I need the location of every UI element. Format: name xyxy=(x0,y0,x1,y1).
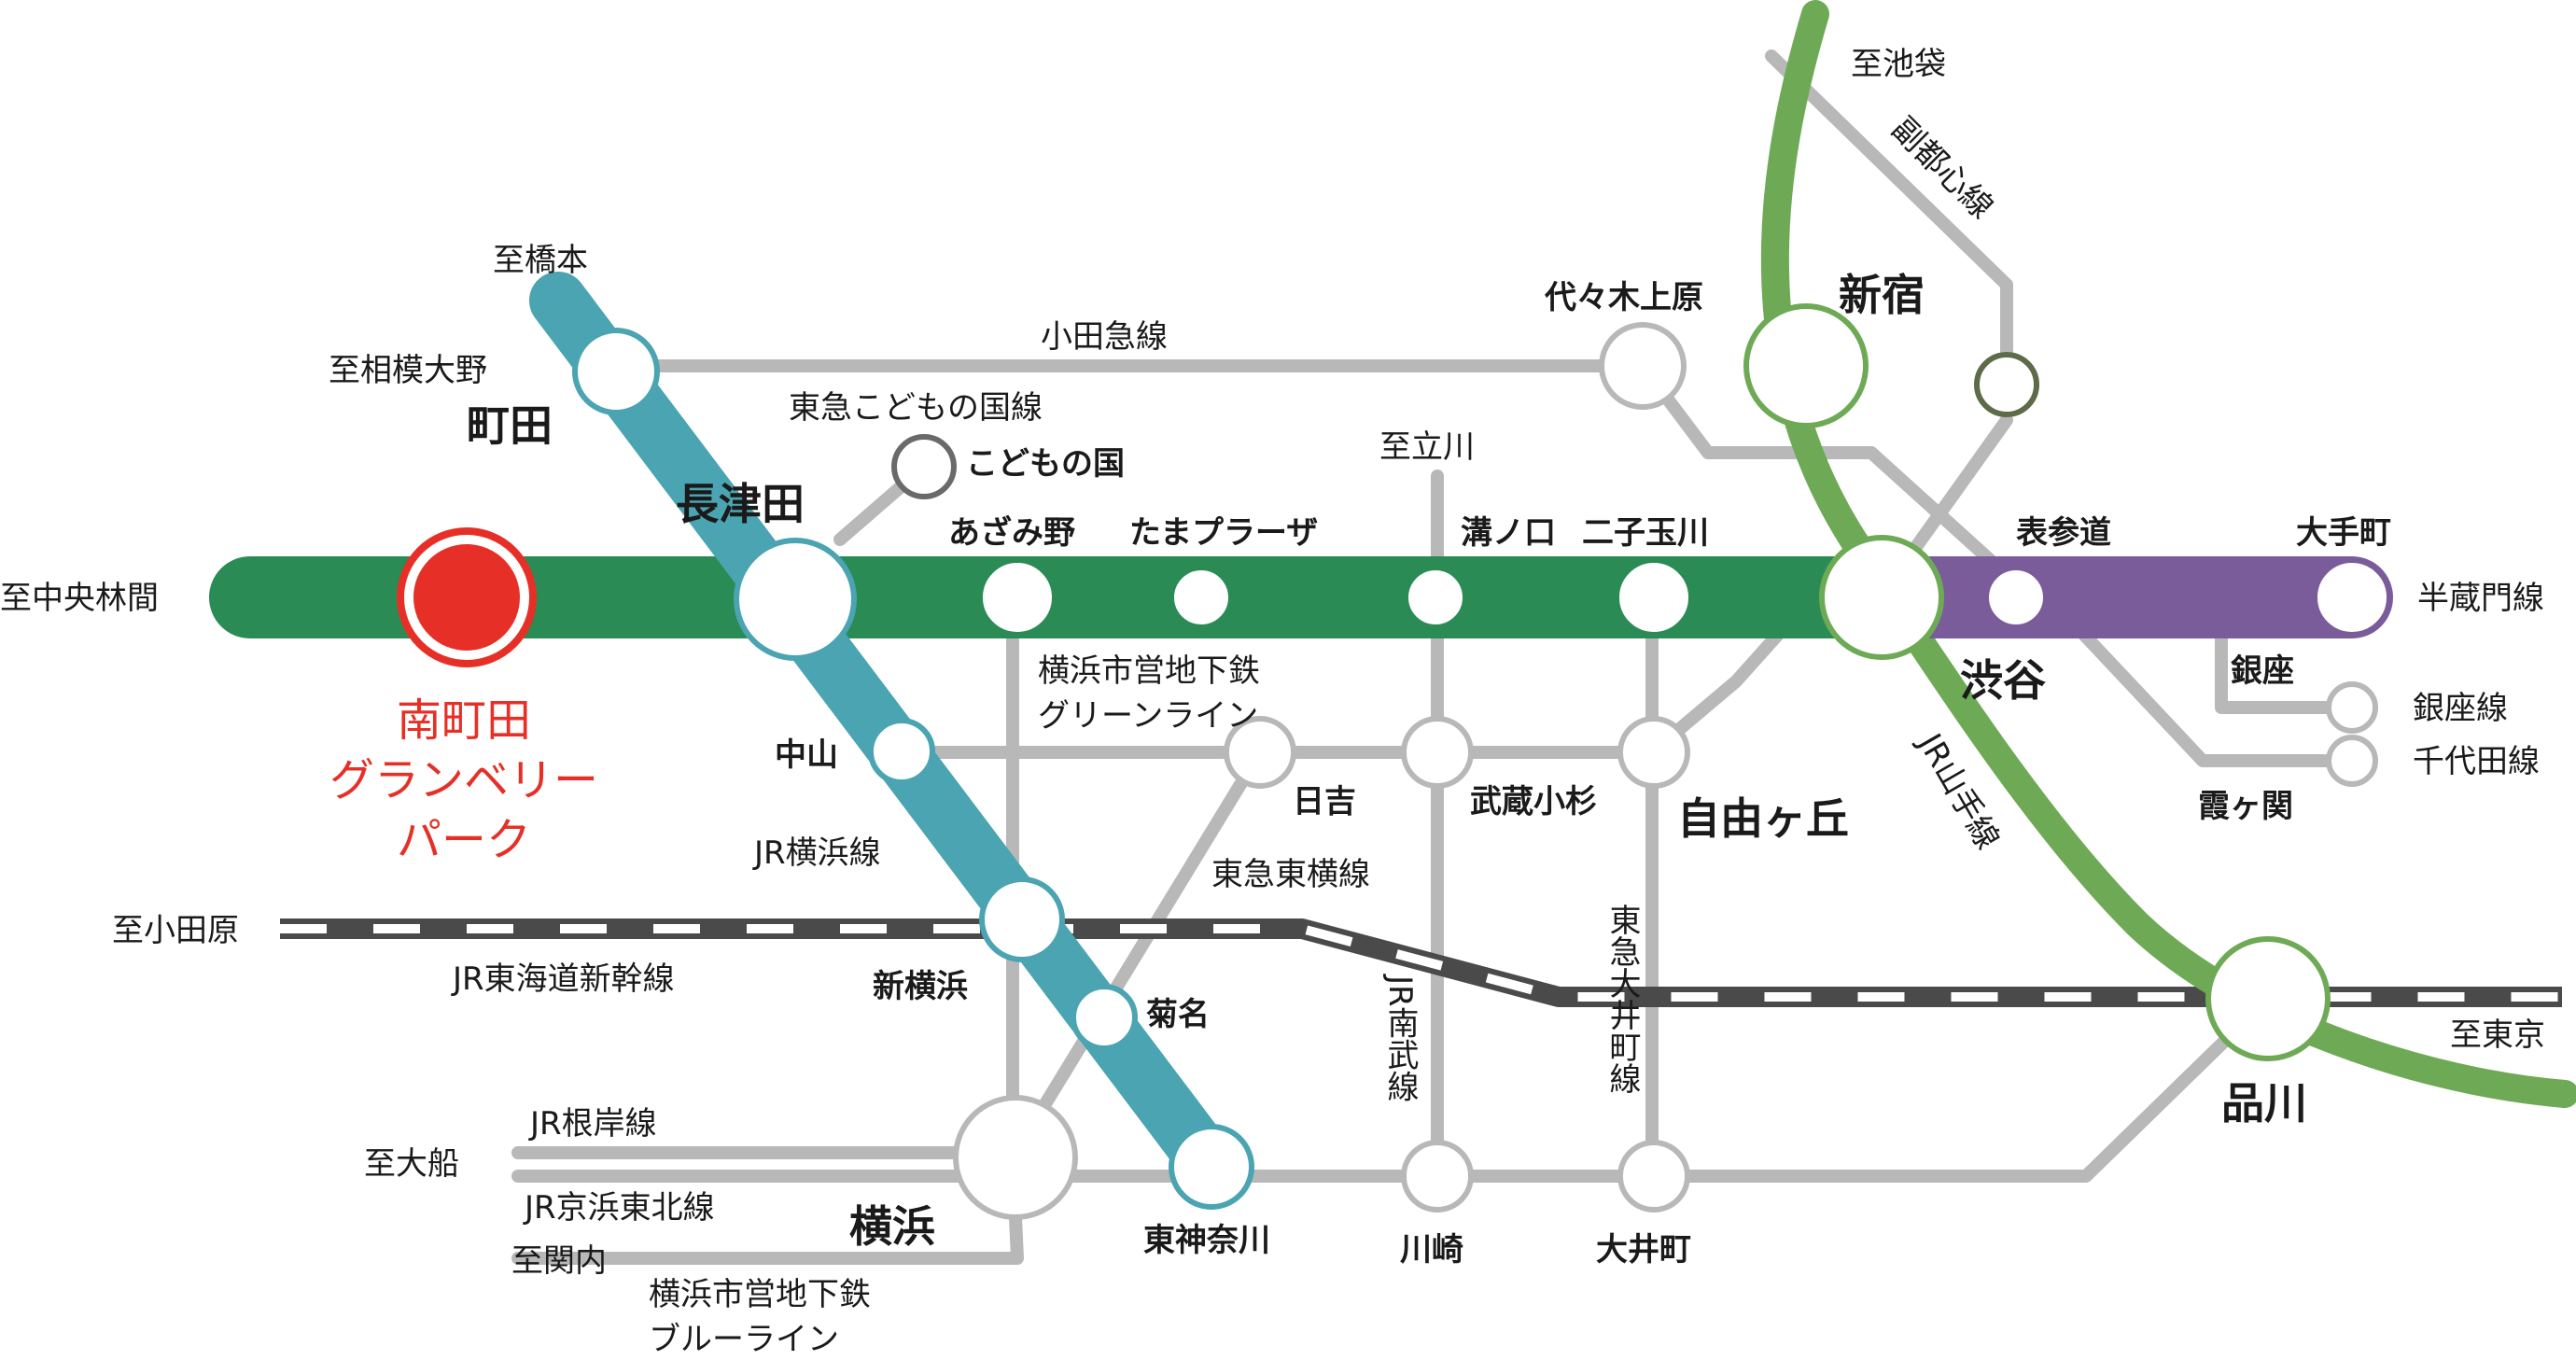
station-shinjuku-marker[interactable] xyxy=(1743,303,1869,428)
destination-labels: 至橋本 至相模大野 至中央林間 至立川 至池袋 至小田原 至東京 至大船 至関内 xyxy=(0,46,2545,1280)
station-otemachi-marker[interactable] xyxy=(2312,557,2392,638)
station-labels: 代々木上原 こどもの国 あざみ野 たまプラーザ 溝ノ口 二子玉川 表参道 大手町… xyxy=(775,279,2391,1269)
label-oimachi: 大井町 xyxy=(1596,1231,1691,1269)
station-shin-yokohama-marker[interactable] xyxy=(979,876,1065,962)
label-chiyoda-line: 千代田線 xyxy=(2413,743,2540,780)
label-shinjuku: 新宿 xyxy=(1839,270,1925,320)
station-futako-tamagawa-marker[interactable] xyxy=(1614,557,1694,638)
label-kodomonokuni-line: 東急こどもの国線 xyxy=(789,389,1043,427)
shinkansen-line xyxy=(280,918,2562,1007)
label-higashi-kanagawa: 東神奈川 xyxy=(1143,1222,1270,1259)
label-blue-line-2: ブルーライン xyxy=(649,1321,839,1358)
station-oimachi-marker[interactable] xyxy=(1617,1140,1690,1213)
dest-ofuna: 至大船 xyxy=(364,1145,459,1183)
label-yokohama: 横浜 xyxy=(849,1201,935,1252)
dest-chuo-rinkan: 至中央林間 xyxy=(0,580,159,617)
label-shibuya: 渋谷 xyxy=(1960,655,2046,706)
station-jiyugaoka-marker[interactable] xyxy=(1617,716,1690,789)
label-kikuna: 菊名 xyxy=(1146,996,1210,1033)
station-higashi-kanagawa-marker[interactable] xyxy=(1169,1124,1254,1210)
highlight-name-3: パーク xyxy=(397,814,531,866)
station-shibuya-marker[interactable] xyxy=(1819,535,1944,660)
label-jr-yokohama-line: JR横浜線 xyxy=(752,834,881,872)
label-musashi-kosugi: 武蔵小杉 xyxy=(1470,783,1597,820)
label-green-line-1: 横浜市営地下鉄 xyxy=(1038,652,1260,690)
station-musashi-kosugi-n-marker[interactable] xyxy=(1401,716,1474,789)
station-ginza-marker[interactable] xyxy=(2326,681,2378,734)
dest-tokyo: 至東京 xyxy=(2450,1016,2545,1054)
label-kodomonokuni: こどもの国 xyxy=(966,445,1125,483)
station-minami-machida-dot xyxy=(413,544,520,651)
label-toyoko-line: 東急東横線 xyxy=(1211,856,1370,893)
dest-odawara: 至小田原 xyxy=(112,912,239,949)
highlight-name-2: グランベリー xyxy=(329,754,598,806)
label-odakyu-line: 小田急線 xyxy=(1041,318,1168,356)
label-otemachi: 大手町 xyxy=(2296,514,2391,552)
label-jiyugaoka: 自由ヶ丘 xyxy=(1677,793,1849,844)
label-keihin-tohoku-line: JR京浜東北線 xyxy=(523,1189,715,1227)
dest-ikebukuro: 至池袋 xyxy=(1851,46,1946,83)
label-green-line-2: グリーンライン xyxy=(1038,697,1258,735)
label-kawasaki: 川崎 xyxy=(1400,1231,1463,1269)
label-machida: 町田 xyxy=(467,400,553,451)
label-nambu-line: JR南武線 xyxy=(1381,974,1419,1102)
label-shin-yokohama: 新横浜 xyxy=(873,968,968,1005)
station-fukutoshin-marker[interactable] xyxy=(1974,352,2039,417)
station-kawasaki-marker[interactable] xyxy=(1401,1140,1474,1213)
dest-sagami-ono: 至相模大野 xyxy=(329,352,487,389)
fukutoshin-south xyxy=(1907,414,2013,557)
station-mizonokuchi-marker[interactable] xyxy=(1403,565,1468,630)
label-futako-tamagawa: 二子玉川 xyxy=(1582,514,1709,552)
label-hiyoshi: 日吉 xyxy=(1293,783,1356,820)
station-hiyoshi-marker[interactable] xyxy=(1224,716,1296,789)
highlight-station-label: 南町田 グランベリー パーク xyxy=(329,694,598,866)
label-mizonokuchi: 溝ノ口 xyxy=(1461,514,1556,552)
label-fukutoshin-line: 副都心線 xyxy=(1884,110,2000,226)
chiyoda-line xyxy=(2047,596,2354,767)
station-kikuna-marker[interactable] xyxy=(1071,984,1138,1051)
station-yoyogi-uehara-marker[interactable] xyxy=(1599,322,1687,410)
yamanote-line xyxy=(1760,0,2576,1108)
label-azamino: あざみ野 xyxy=(948,514,1075,552)
label-nagatsuta: 長津田 xyxy=(676,479,805,529)
dest-hashimoto: 至橋本 xyxy=(493,242,588,279)
station-machida-marker[interactable] xyxy=(572,328,660,415)
label-omotesando: 表参道 xyxy=(2016,514,2111,552)
label-blue-line-1: 横浜市営地下鉄 xyxy=(649,1276,871,1313)
toyoko-line xyxy=(1006,746,1267,1164)
label-hanzomon-line: 半蔵門線 xyxy=(2417,580,2544,617)
label-nakayama: 中山 xyxy=(775,736,838,774)
station-yokohama-marker[interactable] xyxy=(953,1095,1078,1220)
station-tama-plaza-marker[interactable] xyxy=(1169,565,1234,630)
station-shinagawa-marker[interactable] xyxy=(2205,936,2331,1061)
station-nakayama-marker[interactable] xyxy=(868,718,935,785)
station-markers xyxy=(397,303,2392,1220)
highlight-name-1: 南町田 xyxy=(397,694,531,747)
label-yoyogi-uehara: 代々木上原 xyxy=(1544,279,1703,316)
label-negishi-line: JR根岸線 xyxy=(528,1105,657,1143)
label-shinkansen: JR東海道新幹線 xyxy=(451,960,675,998)
major-station-labels: 町田 長津田 新宿 渋谷 自由ヶ丘 横浜 品川 xyxy=(467,270,2307,1252)
station-kodomonokuni-marker[interactable] xyxy=(891,434,957,499)
fukutoshin-line xyxy=(1765,49,2013,380)
dest-kannai: 至関内 xyxy=(511,1242,607,1280)
label-shinagawa: 品川 xyxy=(2221,1078,2307,1129)
station-omotesando-marker[interactable] xyxy=(1983,565,2049,630)
label-kasumigaseki: 霞ヶ関 xyxy=(2198,788,2293,825)
label-ginza: 銀座 xyxy=(2231,652,2294,690)
station-kasumigaseki-marker[interactable] xyxy=(2326,735,2378,787)
station-nagatsuta-marker[interactable] xyxy=(734,538,857,661)
label-oimachi-line: 東急大井町線 xyxy=(1603,904,1641,1094)
label-tama-plaza: たまプラーザ xyxy=(1129,514,1318,552)
dest-tachikawa: 至立川 xyxy=(1379,428,1475,466)
station-azamino-marker[interactable] xyxy=(977,557,1057,638)
label-ginza-line: 銀座線 xyxy=(2413,690,2508,727)
